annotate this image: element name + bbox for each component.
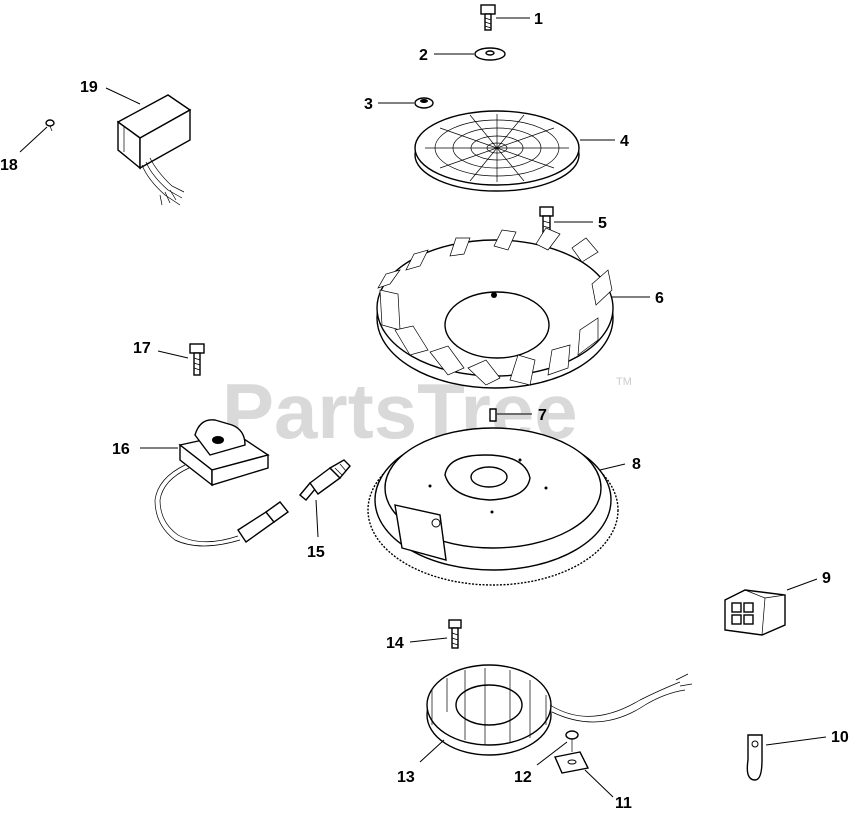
part-12-screw[interactable] xyxy=(565,730,579,752)
callout-19[interactable]: 19 xyxy=(80,79,98,96)
callout-1[interactable]: 1 xyxy=(534,11,543,28)
part-19-regulator[interactable] xyxy=(116,94,192,206)
part-11-clip[interactable] xyxy=(554,751,590,774)
callout-4[interactable]: 4 xyxy=(620,133,629,150)
part-4-rotating-screen[interactable] xyxy=(414,110,580,192)
part-17-bolt[interactable] xyxy=(189,343,205,376)
callout-labels: 1 2 3 4 5 6 7 8 9 10 11 12 13 14 15 16 1… xyxy=(0,11,849,812)
watermark-trademark: TM xyxy=(616,376,632,388)
callout-15[interactable]: 15 xyxy=(307,544,325,561)
callout-18[interactable]: 18 xyxy=(0,157,18,174)
part-3-nut[interactable] xyxy=(414,97,434,109)
callout-5[interactable]: 5 xyxy=(598,215,607,232)
callout-13[interactable]: 13 xyxy=(397,769,415,786)
callout-12[interactable]: 12 xyxy=(514,769,532,786)
callout-6[interactable]: 6 xyxy=(655,290,664,307)
callout-3[interactable]: 3 xyxy=(364,96,373,113)
part-15-spark-plug[interactable] xyxy=(299,459,351,501)
part-14-bolt[interactable] xyxy=(448,619,462,649)
callout-14[interactable]: 14 xyxy=(386,635,404,652)
part-6-fan[interactable] xyxy=(376,227,614,389)
part-13-stator[interactable] xyxy=(426,664,693,756)
callout-9[interactable]: 9 xyxy=(822,570,831,587)
part-10-clamp[interactable] xyxy=(746,734,763,781)
part-1-bolt[interactable] xyxy=(480,4,496,31)
part-2-washer[interactable] xyxy=(474,47,506,61)
part-7-key[interactable] xyxy=(489,408,497,422)
callout-11[interactable]: 11 xyxy=(615,795,632,812)
callout-16[interactable]: 16 xyxy=(112,441,130,458)
part-9-connector[interactable] xyxy=(724,589,786,636)
part-18-screw[interactable] xyxy=(45,119,55,132)
callout-7[interactable]: 7 xyxy=(538,407,547,424)
callout-10[interactable]: 10 xyxy=(831,729,849,746)
callout-17[interactable]: 17 xyxy=(133,340,151,357)
part-8-flywheel[interactable] xyxy=(367,427,619,586)
callout-8[interactable]: 8 xyxy=(632,456,641,473)
part-16-ignition-module[interactable] xyxy=(154,419,290,547)
callout-2[interactable]: 2 xyxy=(419,47,428,64)
leader-lines xyxy=(19,17,827,798)
